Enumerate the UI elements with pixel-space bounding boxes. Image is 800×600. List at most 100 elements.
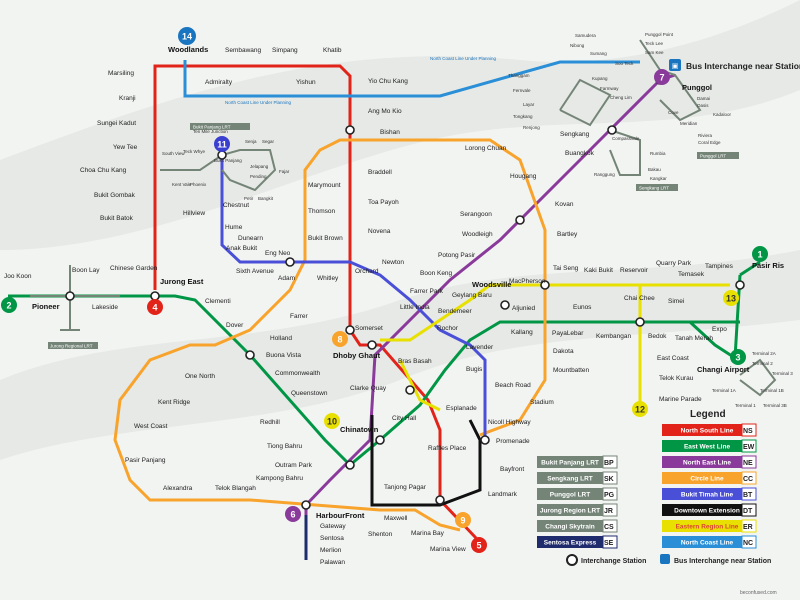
station-one-north[interactable]: One North (185, 373, 215, 380)
interchange-ring[interactable] (480, 435, 490, 445)
interchange-ring[interactable] (515, 215, 525, 225)
station-soo-teck[interactable]: Soo Teck (615, 61, 634, 66)
station-thanggam[interactable]: Thanggam (508, 73, 530, 78)
station-tanjong-pagar[interactable]: Tanjong Pagar (384, 484, 427, 491)
station-somerset[interactable]: Somerset (355, 325, 383, 332)
station-petir[interactable]: Petir (244, 196, 254, 201)
station-cheng-lim[interactable]: Cheng Lim (610, 95, 632, 100)
station-queenstown[interactable]: Queenstown (291, 390, 328, 397)
station-redhill[interactable]: Redhill (260, 419, 280, 426)
station-layar[interactable]: Layar (523, 102, 535, 107)
station-sungei-kadut[interactable]: Sungei Kadut (97, 120, 136, 127)
interchange-ring[interactable] (285, 257, 295, 267)
station-fajar[interactable]: Fajar (279, 169, 290, 174)
station-changi-airport[interactable]: Changi Airport (697, 365, 750, 374)
station-samudera[interactable]: Samudera (575, 33, 596, 38)
station-esplanade[interactable]: Esplanade (446, 405, 477, 412)
station-dover[interactable]: Dover (226, 322, 244, 329)
station-kranji[interactable]: Kranji (119, 95, 136, 102)
station-gateway[interactable]: Gateway (320, 523, 346, 530)
station-holland[interactable]: Holland (270, 335, 292, 342)
station-anak-bukit[interactable]: Anak Bukit (226, 245, 257, 252)
station-teck-whye[interactable]: Teck Whye (183, 149, 206, 154)
station-sentosa[interactable]: Sentosa (320, 535, 344, 542)
station-alexandra[interactable]: Alexandra (163, 485, 193, 492)
station-farrer[interactable]: Farrer (290, 313, 309, 320)
station-bukit-panjang[interactable]: Bukit Panjang (214, 158, 242, 163)
station-raffles-place[interactable]: Raffles Place (428, 445, 467, 452)
station-macpherson[interactable]: MacPherson (509, 278, 546, 285)
station-chinatown[interactable]: Chinatown (340, 425, 379, 434)
station-eng-neo[interactable]: Eng Neo (265, 250, 291, 257)
station-reservoir[interactable]: Reservoir (620, 267, 649, 274)
station-pending[interactable]: Pending (250, 174, 267, 179)
station-hougang[interactable]: Hougang (510, 173, 537, 180)
station-kembangan[interactable]: Kembangan (596, 333, 631, 340)
station-south-view[interactable]: South View (162, 151, 185, 156)
station-khatib[interactable]: Khatib (323, 47, 342, 54)
station-chai-chee[interactable]: Chai Chee (624, 295, 655, 302)
interchange-ring[interactable] (635, 317, 645, 327)
station-farmway[interactable]: Farmway (600, 86, 619, 91)
interchange-ring[interactable] (345, 325, 355, 335)
station-fernvale[interactable]: Fernvale (513, 88, 531, 93)
station-woodleigh[interactable]: Woodleigh (462, 231, 493, 238)
station-adam[interactable]: Adam (278, 275, 295, 282)
station-dakota[interactable]: Dakota (553, 348, 574, 355)
station-pasir-panjang[interactable]: Pasir Panjang (125, 457, 166, 464)
station-telok-kurau[interactable]: Telok Kurau (659, 375, 694, 382)
interchange-ring[interactable] (435, 495, 445, 505)
station-sumang[interactable]: Sumang (590, 51, 607, 56)
station-bedok[interactable]: Bedok (648, 333, 667, 340)
station-landmark[interactable]: Landmark (488, 491, 518, 498)
station-kaki-bukit[interactable]: Kaki Bukit (584, 267, 613, 274)
station-punggol-point[interactable]: Punggol Point (645, 32, 674, 37)
station-thomson[interactable]: Thomson (308, 208, 335, 215)
station-expo[interactable]: Expo (712, 326, 727, 333)
station-aljunied[interactable]: Aljunied (512, 305, 536, 312)
station-braddell[interactable]: Braddell (368, 169, 392, 176)
station-rochor[interactable]: Rochor (437, 325, 459, 332)
interchange-ring[interactable] (150, 291, 160, 301)
station-chestnut[interactable]: Chestnut (223, 202, 249, 209)
station-sixth-avenue[interactable]: Sixth Avenue (236, 268, 274, 275)
station-bayfront[interactable]: Bayfront (500, 466, 524, 473)
station-beach-road[interactable]: Beach Road (495, 382, 531, 389)
station-ranggung[interactable]: Ranggung (594, 172, 615, 177)
station-renjong[interactable]: Renjong (523, 125, 540, 130)
station-buangkok[interactable]: Buangkok (565, 150, 595, 157)
station-harbourfront[interactable]: HarbourFront (316, 511, 365, 520)
station-oasis[interactable]: Oasis (697, 103, 709, 108)
station-bugis[interactable]: Bugis (466, 366, 483, 373)
station-promenade[interactable]: Promenade (496, 438, 530, 445)
station-city-hall[interactable]: City Hall (392, 415, 417, 422)
station-tampines[interactable]: Tampines (705, 263, 734, 270)
station-bras-basah[interactable]: Bras Basah (398, 358, 432, 365)
station-lakeside[interactable]: Lakeside (92, 304, 118, 311)
station-tiong-bahru[interactable]: Tiong Bahru (267, 443, 303, 450)
interchange-ring[interactable] (345, 460, 355, 470)
station-kovan[interactable]: Kovan (555, 201, 574, 208)
station-kangkar[interactable]: Kangkar (650, 176, 667, 181)
station-hume[interactable]: Hume (225, 224, 243, 231)
station-senja[interactable]: Senja (245, 139, 257, 144)
station-bukit-batok[interactable]: Bukit Batok (100, 215, 134, 222)
station-t3[interactable]: Terminal 3 (772, 371, 793, 376)
station-marina-view[interactable]: Marina View (430, 546, 466, 553)
station-maxwell[interactable]: Maxwell (384, 515, 408, 522)
station-jurong-east[interactable]: Jurong East (160, 277, 204, 286)
station-pasir-ris[interactable]: Pasir Ris (752, 261, 784, 270)
interchange-ring[interactable] (540, 280, 550, 290)
interchange-ring[interactable] (405, 385, 415, 395)
station-stadium[interactable]: Stadium (530, 399, 554, 406)
station-bishan[interactable]: Bishan (380, 129, 400, 136)
station-boon-lay[interactable]: Boon Lay (72, 267, 100, 274)
station-novena[interactable]: Novena (368, 228, 391, 235)
station-marymount[interactable]: Marymount (308, 182, 341, 189)
station-whitley[interactable]: Whitley (317, 275, 339, 282)
interchange-ring[interactable] (345, 125, 355, 135)
station-dhoby-ghaut[interactable]: Dhoby Ghaut (333, 351, 381, 360)
station-cove[interactable]: Cove (668, 110, 679, 115)
station-bendemeer[interactable]: Bendemeer (438, 308, 472, 315)
station-outram-park[interactable]: Outram Park (275, 462, 313, 469)
